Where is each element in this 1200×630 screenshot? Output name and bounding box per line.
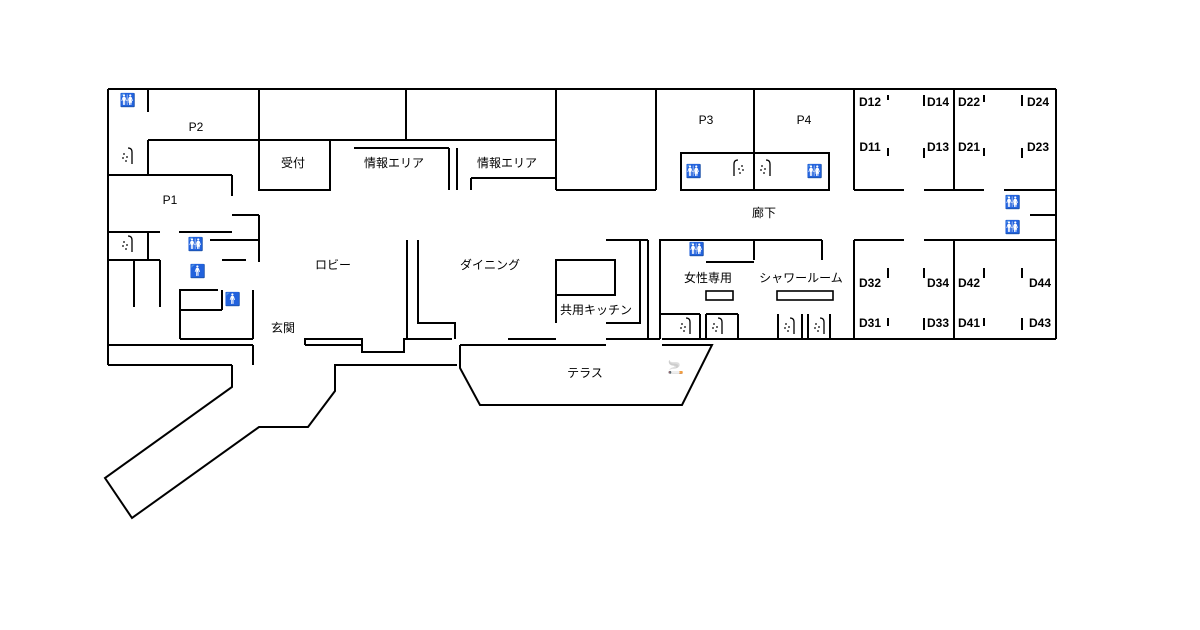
restroom-icon: 🚻 (120, 93, 136, 109)
room-label-p1: P1 (163, 193, 178, 207)
sink-counter (776, 290, 834, 301)
shower-icon (712, 317, 723, 334)
shower-icon (784, 317, 795, 334)
dorm-label: D11 (859, 140, 881, 154)
room-labels: P2 P1 受付 情報エリア 情報エリア P3 P4 廊下 ロビー ダイニング … (163, 95, 1052, 380)
room-label-terrace: テラス (567, 366, 603, 380)
shower-icon (680, 317, 691, 334)
shower-icon (733, 159, 744, 176)
restroom-icon: 🚻 (1005, 220, 1021, 236)
dorm-label: D22 (958, 95, 980, 109)
room-label-corridor: 廊下 (752, 205, 776, 220)
dorm-label: D12 (859, 95, 881, 109)
room-label-p2: P2 (189, 120, 204, 134)
restroom-icon: 🚻 (188, 237, 204, 253)
dorm-label: D13 (927, 140, 949, 154)
person-icon: 🚹 (190, 264, 206, 280)
smoking-icon: 🚬 (668, 360, 684, 376)
restroom-icon: 🚻 (1005, 195, 1021, 211)
dorm-label: D23 (1027, 140, 1049, 154)
shower-icons (122, 147, 825, 334)
room-label-lobby: ロビー (315, 258, 351, 272)
room-label-women-only: 女性専用 (684, 270, 732, 285)
dorm-label: D33 (927, 316, 949, 330)
dorm-label: D21 (958, 140, 980, 154)
sink-counter (705, 290, 734, 301)
room-label-shared-kitchen: 共用キッチン (560, 303, 632, 317)
dorm-label: D24 (1027, 95, 1049, 109)
walls (103, 88, 1057, 520)
fixtures (705, 290, 834, 301)
dorm-label: D43 (1029, 316, 1051, 330)
dorm-label: D32 (859, 276, 881, 290)
person-icon: 🚹 (225, 292, 241, 308)
shower-icon (122, 235, 133, 252)
room-label-info-area-1: 情報エリア (364, 156, 424, 170)
shower-icon (814, 317, 825, 334)
dorm-label: D44 (1029, 276, 1051, 290)
room-label-entrance: 玄関 (271, 320, 295, 335)
dorm-label: D41 (958, 316, 980, 330)
dorm-label: D31 (859, 316, 881, 330)
dorm-label: D42 (958, 276, 980, 290)
shower-icon (122, 147, 133, 164)
room-label-info-area-2: 情報エリア (477, 156, 537, 170)
dorm-label: D34 (927, 276, 949, 290)
room-label-reception: 受付 (281, 156, 305, 170)
room-label-shower-room: シャワールーム (759, 271, 843, 285)
restroom-icons: 🚻 🚻 🚻 🚻 🚻 🚻 🚻 🚹 🚹 🚬 (120, 93, 1021, 376)
restroom-icon: 🚻 (807, 164, 823, 180)
room-label-p4: P4 (797, 113, 812, 127)
room-label-dining: ダイニング (460, 257, 520, 272)
dorm-label: D14 (927, 95, 949, 109)
restroom-icon: 🚻 (686, 164, 702, 180)
room-label-p3: P3 (699, 113, 714, 127)
restroom-icon: 🚻 (689, 242, 705, 258)
shower-icon (760, 159, 771, 176)
